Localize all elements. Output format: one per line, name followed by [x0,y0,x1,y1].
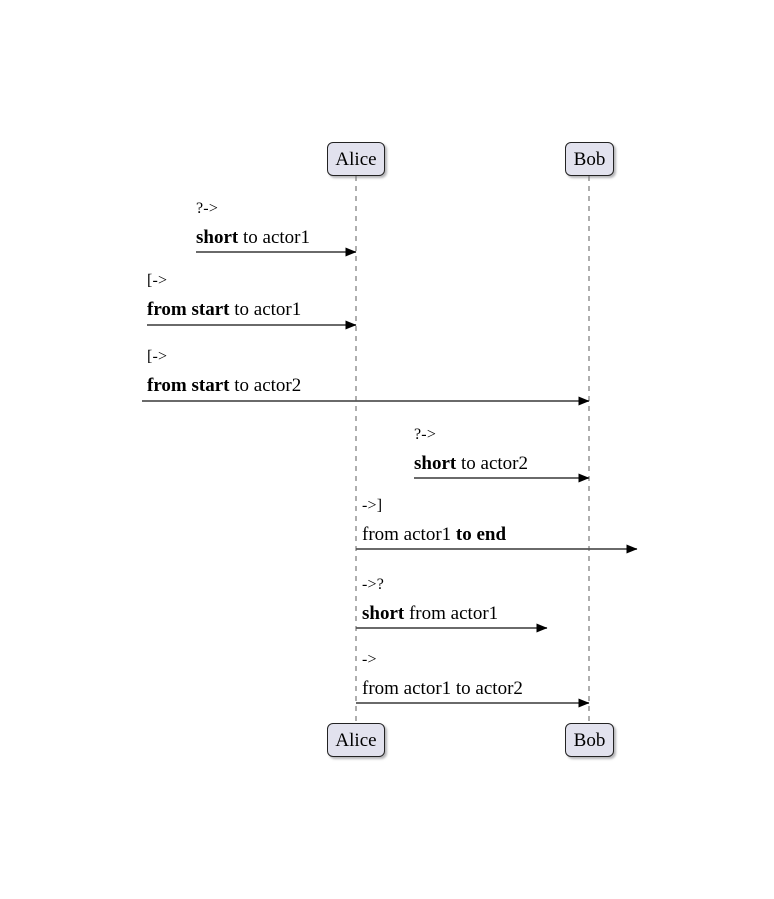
actor-box-actor2-top[interactable]: Bob [565,142,614,176]
label-plain-part: from actor1 [362,524,456,545]
message-syntax-1: ?-> [196,200,219,217]
actor-name-label: Bob [573,148,606,170]
label-plain-part: from actor1 [404,603,499,624]
message-label-3: from start to actor2 [147,376,301,396]
message-label-2: from start to actor1 [147,300,301,320]
message-syntax-2: [-> [147,272,168,289]
actor-name-label: Alice [335,148,377,170]
message-lines-group [142,247,638,708]
message-label-5: from actor1 to end [362,525,506,545]
actor-name-label: Alice [335,729,377,751]
label-bold-part: short [362,603,405,624]
label-bold-part: short [196,227,239,248]
actor-box-actor1-top[interactable]: Alice [327,142,385,176]
message-syntax-7: -> [362,651,377,668]
label-plain-part: to actor1 [229,299,302,320]
label-plain-part: to actor1 [238,227,310,248]
actor-name-label: Bob [573,729,606,751]
message-syntax-3: [-> [147,348,168,365]
label-bold-part: to end [455,524,507,545]
label-plain-part: from actor1 to actor2 [362,678,523,699]
label-bold-part: short [414,453,457,474]
label-plain-part: to actor2 [456,453,528,474]
label-bold-part: from start [147,375,230,396]
actor-box-actor1-bottom[interactable]: Alice [327,723,385,757]
message-label-7: from actor1 to actor2 [362,679,523,699]
message-label-4: short to actor2 [414,454,528,474]
message-syntax-6: ->? [362,576,385,593]
message-syntax-5: ->] [362,497,383,514]
message-label-6: short from actor1 [362,604,498,624]
message-label-1: short to actor1 [196,228,310,248]
label-bold-part: from start [147,299,230,320]
label-plain-part: to actor2 [229,375,302,396]
lifelines-group [355,176,590,723]
actor-box-actor2-bottom[interactable]: Bob [565,723,614,757]
message-syntax-4: ?-> [414,426,437,443]
